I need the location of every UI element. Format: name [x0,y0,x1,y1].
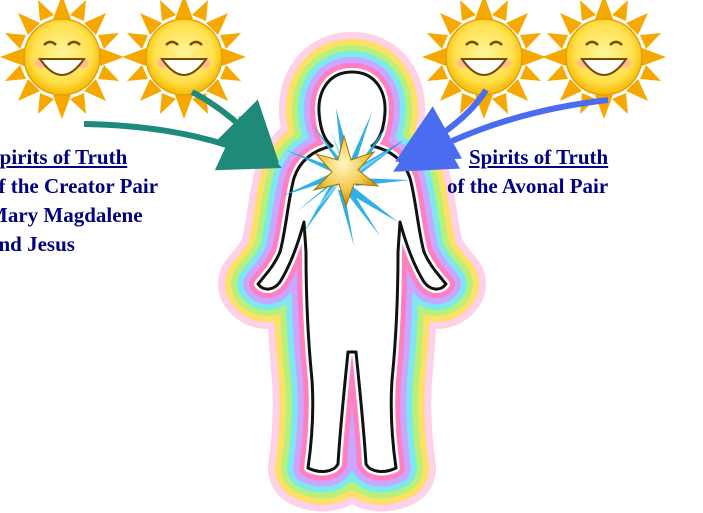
smiling-sun-icon [122,0,246,119]
sun-3 [422,0,546,119]
smiling-sun-icon [0,0,124,119]
creator-pair-heading: Spirits of Truth [0,143,158,172]
smiling-sun-icon [422,0,546,119]
avonal-pair-label: Spirits of Truth of the Avonal Pair [447,143,608,201]
creator-pair-line-3: and Jesus [0,230,158,259]
creator-pair-label: Spirits of Truth of the Creator Pair Mar… [0,143,158,259]
sun-2 [122,0,246,119]
avonal-pair-heading: Spirits of Truth [447,143,608,172]
creator-pair-line-1: of the Creator Pair [0,172,158,201]
sun-1 [0,0,124,119]
avonal-pair-line-1: of the Avonal Pair [447,172,608,201]
creator-pair-line-2: Mary Magdalene [0,201,158,230]
